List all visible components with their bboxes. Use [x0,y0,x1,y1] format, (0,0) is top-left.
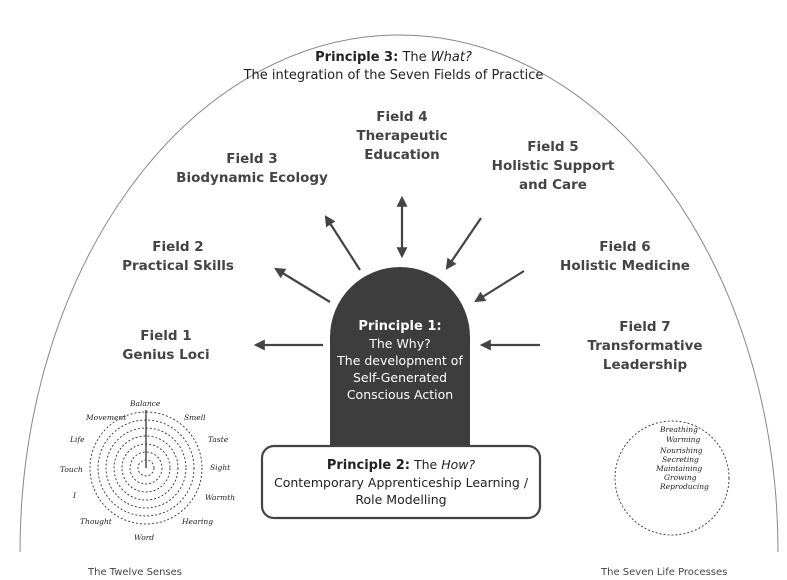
field-6-name: Holistic Medicine [560,258,690,274]
arrow-field-2 [274,267,331,303]
arrows [253,195,540,351]
life-process-label: Reproducing [659,482,709,491]
field-2-label: Field 2 Practical Skills [98,238,258,276]
arrow-field-6 [474,270,525,303]
field-7-name-line1: Transformative [587,338,703,354]
sense-label: I [72,491,77,500]
principle-3-heading: Principle 3: The What? The integration o… [0,49,787,85]
sense-label: Balance [129,399,161,408]
principle-2-line1: Contemporary Apprenticeship Learning / [273,475,529,490]
life-processes-sketch [614,420,730,536]
sense-label: Life [69,435,85,444]
life-processes-caption: The Seven Life Processes [601,567,728,578]
field-5-name-line1: Holistic Support [491,158,615,174]
field-4-number: Field 4 [376,109,428,125]
field-2-name: Practical Skills [122,258,234,274]
field-7-name-line2: Leadership [602,357,688,373]
sense-label: Hearing [181,517,213,526]
principle-2-the: The [414,457,438,472]
field-7-label: Field 7 Transformative Leadership [575,318,715,375]
field-3-label: Field 3 Biodynamic Ecology [162,150,342,188]
principle-2-text: Principle 2: The How? Contemporary Appre… [262,456,540,508]
sense-label: Movement [85,413,127,422]
principle-1-line1: The development of [337,353,463,368]
field-6-number: Field 6 [599,239,651,255]
field-5-name-line2: and Care [519,177,587,193]
life-process-label: Growing [664,473,697,482]
principle-2-title: Principle 2: The How? [262,456,540,474]
principle-1-label: Principle 1: [358,319,442,334]
sense-label: Word [134,533,154,542]
field-5-number: Field 5 [527,139,579,155]
life-processes-labels: Breathing Warming Nourishing Secreting M… [655,425,709,491]
field-4-name-line2: Education [364,147,440,163]
field-1-name: Genius Loci [122,347,210,363]
principle-3-title: Principle 3: The What? [0,49,787,67]
sense-label: Warmth [205,493,235,502]
field-1-label: Field 1 Genius Loci [96,327,236,365]
twelve-senses-caption: The Twelve Senses [88,567,182,578]
sense-label: Thought [80,517,113,526]
sense-label: Sight [210,463,231,472]
principle-2-box [260,444,542,520]
field-4-name-line1: Therapeutic [356,128,448,144]
life-process-label: Secreting [662,455,699,464]
principle-1-text: Principle 1: The Why? The development of… [330,318,470,403]
principle-1-arch [330,267,470,462]
life-process-label: Maintaining [655,464,702,473]
field-7-number: Field 7 [619,319,671,335]
arrow-field-3 [324,215,361,271]
principle-3-question: What? [430,50,472,65]
life-process-label: Nourishing [659,446,703,455]
outer-dome [19,34,779,553]
field-3-number: Field 3 [226,151,278,167]
principle-2-line2: Role Modelling [355,492,447,507]
sense-label: Smell [184,413,206,422]
principle-2-question: How? [441,457,476,472]
field-4-label: Field 4 Therapeutic Education [340,108,464,165]
twelve-senses-labels: Balance Movement Life Touch I Thought Wo… [60,399,235,542]
principle-2-label: Principle 2: [326,458,411,473]
principle-3-label: Principle 3: [315,50,399,65]
field-1-number: Field 1 [140,328,192,344]
twelve-senses-sketch [89,410,203,525]
principle-1-line3: Conscious Action [346,387,454,402]
principle-1-line2: Self-Generated [352,370,448,385]
life-process-label: Breathing [659,425,698,434]
field-2-number: Field 2 [152,239,204,255]
life-process-label: Warming [666,435,700,444]
arrow-field-5 [445,217,482,270]
sense-label: Taste [208,435,229,444]
sense-label: Touch [60,465,83,474]
principle-3-the: The [402,50,427,65]
principle-1-question: The Why? [369,336,431,351]
field-6-label: Field 6 Holistic Medicine [545,238,705,276]
principle-3-subtitle: The integration of the Seven Fields of P… [243,68,544,83]
field-5-label: Field 5 Holistic Support and Care [478,138,628,195]
field-3-name: Biodynamic Ecology [176,170,328,186]
